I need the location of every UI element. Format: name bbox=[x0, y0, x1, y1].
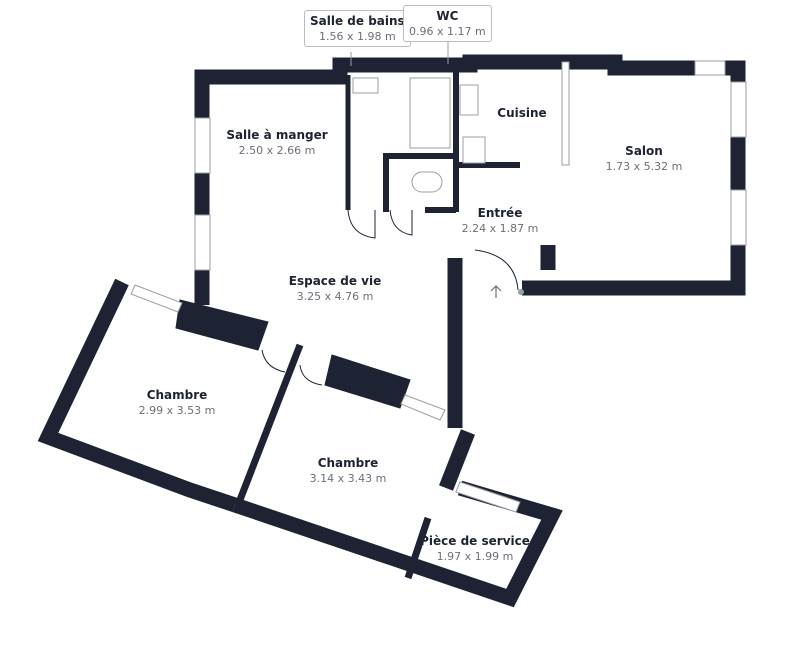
room-salle-a-manger: Salle à manger 2.50 x 2.66 m bbox=[226, 127, 327, 158]
kitchen-counter bbox=[561, 61, 570, 166]
room-dim: 2.24 x 1.87 m bbox=[461, 222, 539, 235]
cooktop bbox=[462, 136, 486, 164]
room-name: Chambre bbox=[146, 388, 208, 402]
door-swing bbox=[299, 364, 323, 386]
window bbox=[194, 214, 211, 271]
room-salon: Salon 1.73 x 5.32 m bbox=[606, 143, 683, 174]
door-swing bbox=[474, 249, 519, 291]
outer-wall-main bbox=[194, 54, 746, 305]
room-piece-de-service: Pièce de service 1.97 x 1.99 m bbox=[420, 533, 530, 564]
room-dim: 1.73 x 5.32 m bbox=[605, 160, 683, 173]
room-entree: Entrée 2.24 x 1.87 m bbox=[462, 205, 539, 236]
door-swing bbox=[347, 209, 376, 239]
room-name: Salle à manger bbox=[226, 128, 328, 142]
room-espace-de-vie: Espace de vie 3.25 x 4.76 m bbox=[289, 273, 381, 304]
door-bell bbox=[518, 289, 524, 295]
toilet bbox=[411, 171, 443, 193]
room-name: Chambre bbox=[317, 456, 379, 470]
window bbox=[694, 60, 726, 76]
room-name: Salon bbox=[625, 144, 663, 158]
partition-wall bbox=[234, 343, 304, 507]
room-dim: 2.99 x 3.53 m bbox=[138, 404, 216, 417]
room-dim: 3.25 x 4.76 m bbox=[296, 290, 374, 303]
callout-wc: WC 0.96 x 1.17 m bbox=[403, 5, 492, 42]
room-name: Entrée bbox=[477, 206, 523, 220]
room-name: Cuisine bbox=[497, 106, 547, 120]
window bbox=[730, 81, 747, 138]
door-swing bbox=[261, 349, 286, 373]
bedroom-right-wall bbox=[439, 429, 475, 491]
room-name: Pièce de service bbox=[420, 534, 530, 548]
washbasin bbox=[352, 77, 379, 94]
arrow-up-icon bbox=[490, 285, 502, 298]
room-chambre-1: Chambre 2.99 x 3.53 m bbox=[139, 387, 216, 418]
door-swing bbox=[389, 209, 413, 236]
window bbox=[400, 394, 446, 421]
room-dim: 1.97 x 1.99 m bbox=[436, 550, 514, 563]
room-cuisine: Cuisine bbox=[497, 105, 546, 121]
room-dim: 0.96 x 1.17 m bbox=[409, 25, 486, 38]
room-dim: 3.14 x 3.43 m bbox=[309, 472, 387, 485]
room-dim: 1.56 x 1.98 m bbox=[318, 30, 396, 43]
partition-wall bbox=[404, 516, 432, 580]
callout-salle-de-bains: Salle de bains 1.56 x 1.98 m bbox=[304, 10, 411, 47]
room-name: Salle de bains bbox=[310, 14, 405, 28]
bathtub bbox=[409, 77, 451, 149]
sink bbox=[459, 84, 479, 116]
window bbox=[194, 117, 211, 174]
room-name: Espace de vie bbox=[288, 274, 382, 288]
room-dim: 2.50 x 2.66 m bbox=[238, 144, 316, 157]
window bbox=[455, 481, 521, 513]
wall-block bbox=[175, 299, 269, 351]
window bbox=[130, 284, 183, 313]
room-chambre-2: Chambre 3.14 x 3.43 m bbox=[310, 455, 387, 486]
wall-block bbox=[324, 354, 411, 409]
room-name: WC bbox=[436, 9, 459, 23]
window bbox=[730, 189, 747, 246]
bedroom-left-wall bbox=[37, 278, 238, 513]
